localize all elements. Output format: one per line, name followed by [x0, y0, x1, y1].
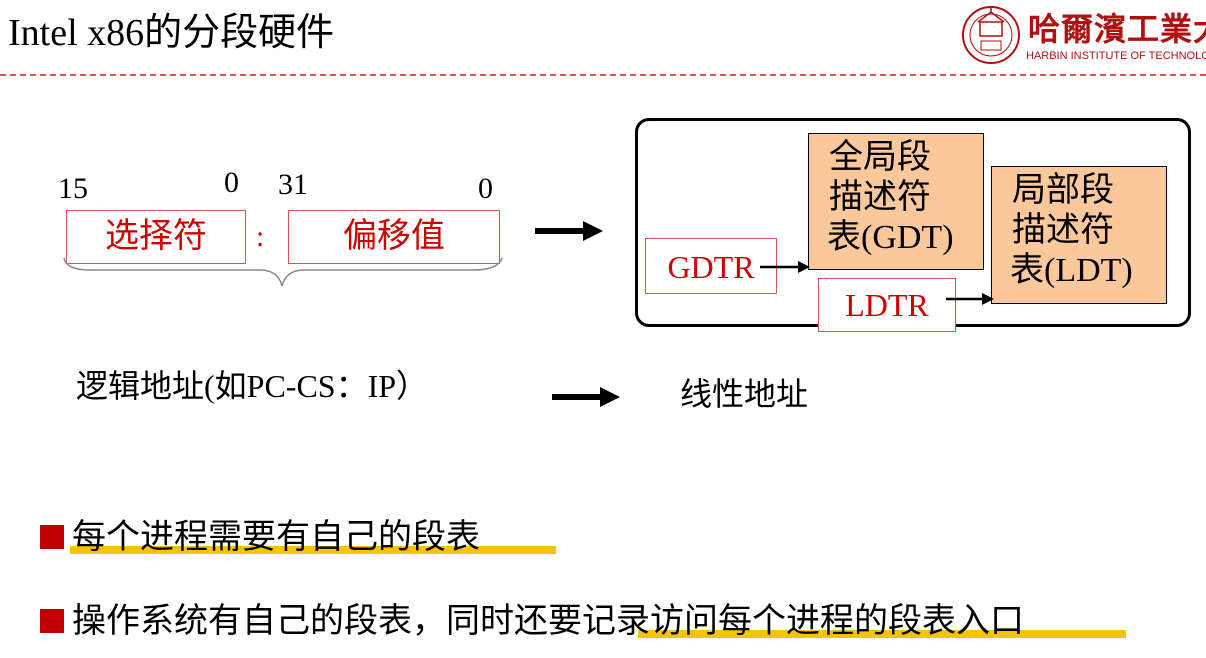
gdt-line-2: 描述符: [829, 179, 931, 216]
bullet-2-text-underlined: 记录访问每个进程的段表入口: [582, 603, 1024, 640]
logo-chinese-name: 哈爾濱工業大學: [1028, 11, 1206, 47]
offset-bit-low: 0: [478, 172, 493, 205]
ldt-line-3: 表(LDT): [1010, 252, 1133, 289]
brace-shape: [63, 257, 503, 287]
selector-box: 选择符: [66, 210, 246, 264]
selector-bit-high: 15: [58, 172, 88, 205]
ldtr-arrow-icon: [946, 293, 994, 305]
selector-bit-low: 0: [224, 166, 239, 199]
ldt-line-2: 描述符: [1012, 212, 1114, 249]
gdt-line-1: 全局段: [829, 139, 931, 176]
hit-seal-icon: [962, 6, 1020, 64]
gdtr-arrow-icon: [760, 261, 810, 273]
bullet-1-text: 每个进程需要有自己的段表: [72, 519, 480, 556]
bullet-1-highlight: [70, 546, 556, 554]
ldt-line-1: 局部段: [1012, 172, 1114, 209]
gdtr-register: GDTR: [645, 238, 777, 294]
ldtr-register: LDTR: [818, 278, 956, 332]
gdt-table-box: 全局段 描述符 表(GDT): [808, 133, 984, 270]
slide-title: Intel x86的分段硬件: [8, 12, 335, 54]
header-divider: [0, 74, 1206, 76]
ldt-table-box: 局部段 描述符 表(LDT): [991, 166, 1167, 304]
bullet-item-1: 每个进程需要有自己的段表: [40, 516, 480, 560]
logo-english-name: HARBIN INSTITUTE OF TECHNOLOGY: [1026, 50, 1206, 62]
linear-address-label: 线性地址: [680, 376, 809, 412]
bullet-item-2: 操作系统有自己的段表，同时还要记录访问每个进程的段表入口: [40, 600, 1024, 644]
bullet-square-icon: [40, 609, 64, 633]
arrow-right-icon: [535, 221, 603, 241]
bullet-2-text-plain: 操作系统有自己的段表，同时还要: [72, 603, 582, 640]
bullet-2-highlight: [638, 630, 1126, 638]
gdt-line-3: 表(GDT): [827, 219, 954, 256]
logical-address-label: 逻辑地址(如PC-CS：IP）: [76, 368, 429, 404]
bullet-square-icon: [40, 525, 64, 549]
colon-separator: :: [256, 220, 265, 253]
offset-bit-high: 31: [278, 168, 308, 201]
offset-box: 偏移值: [288, 210, 500, 264]
arrow-right-icon: [552, 387, 620, 407]
